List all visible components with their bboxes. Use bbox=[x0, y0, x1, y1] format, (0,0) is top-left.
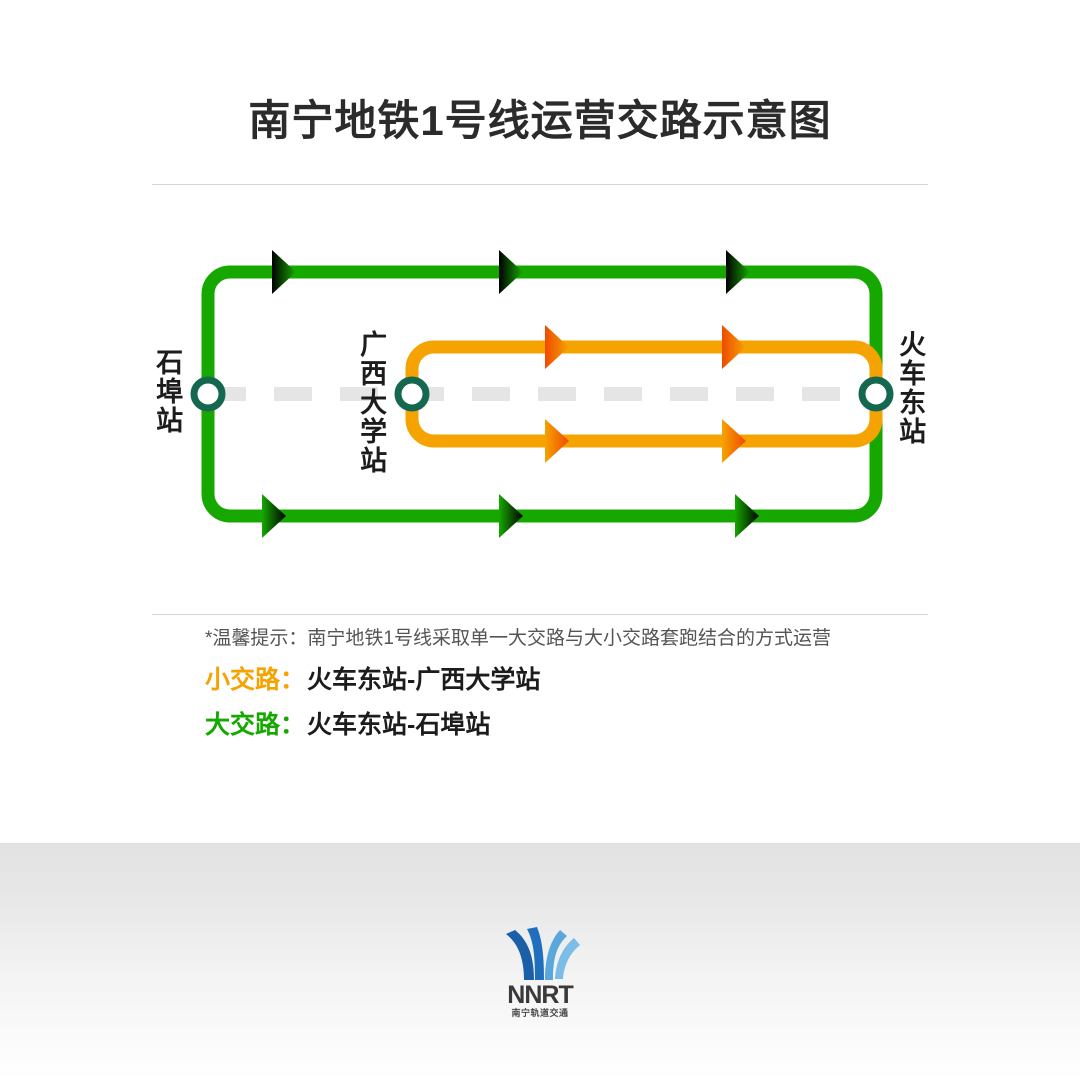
legend-value-small-loop: 火车东站-广西大学站 bbox=[307, 666, 541, 695]
route-small-loop bbox=[405, 325, 883, 463]
station-label-shibu: 石埠站 bbox=[152, 348, 183, 435]
route-small-loop-arrow-bottom-2 bbox=[722, 419, 746, 463]
page-title: 南宁地铁1号线运营交路示意图 bbox=[248, 97, 832, 144]
station-marker-east-railway[interactable] bbox=[858, 376, 894, 412]
nnrt-logo: NNRT 南宁轨道交通 bbox=[494, 922, 586, 1018]
nnrt-wordmark: NNRT bbox=[507, 981, 573, 1009]
legend-value-big-loop: 火车东站-石埠站 bbox=[307, 710, 491, 739]
nnrt-fan-icon bbox=[506, 927, 580, 980]
divider-top bbox=[152, 184, 928, 185]
route-big-loop-arrow-top-2 bbox=[499, 250, 523, 294]
legend-row-small-loop: 小交路： 火车东站-广西大学站 bbox=[205, 662, 965, 698]
route-big-loop-arrow-bottom-3 bbox=[735, 494, 759, 538]
legend-key-small-loop: 小交路： bbox=[205, 666, 306, 695]
station-marker-shibu[interactable] bbox=[190, 376, 226, 412]
route-big-loop-arrow-bottom-2 bbox=[499, 494, 523, 538]
route-small-loop-arrow-top-2 bbox=[722, 325, 746, 369]
note-tip: *温馨提示：南宁地铁1号线采取单一大交路与大小交路套跑结合的方式运营 bbox=[205, 628, 831, 649]
station-marker-guangxi-university[interactable] bbox=[394, 376, 430, 412]
station-label-guangxi-university: 广西大学站 bbox=[356, 330, 387, 475]
notes-section: *温馨提示：南宁地铁1号线采取单一大交路与大小交路套跑结合的方式运营 小交路： … bbox=[205, 624, 965, 743]
route-big-loop-arrow-top-1 bbox=[272, 250, 296, 294]
route-big-loop-arrow-top-3 bbox=[726, 250, 750, 294]
route-small-loop-arrow-top-1 bbox=[545, 325, 569, 369]
legend-row-big-loop: 大交路： 火车东站-石埠站 bbox=[205, 707, 965, 743]
divider-middle bbox=[152, 614, 928, 615]
station-label-east-railway: 火车东站 bbox=[895, 330, 926, 446]
route-big-loop bbox=[201, 250, 883, 538]
route-small-loop-arrow-bottom-1 bbox=[545, 419, 569, 463]
legend-key-big-loop: 大交路： bbox=[205, 710, 306, 739]
route-big-loop-arrow-bottom-1 bbox=[262, 494, 286, 538]
nnrt-subtext: 南宁轨道交通 bbox=[511, 1008, 569, 1018]
